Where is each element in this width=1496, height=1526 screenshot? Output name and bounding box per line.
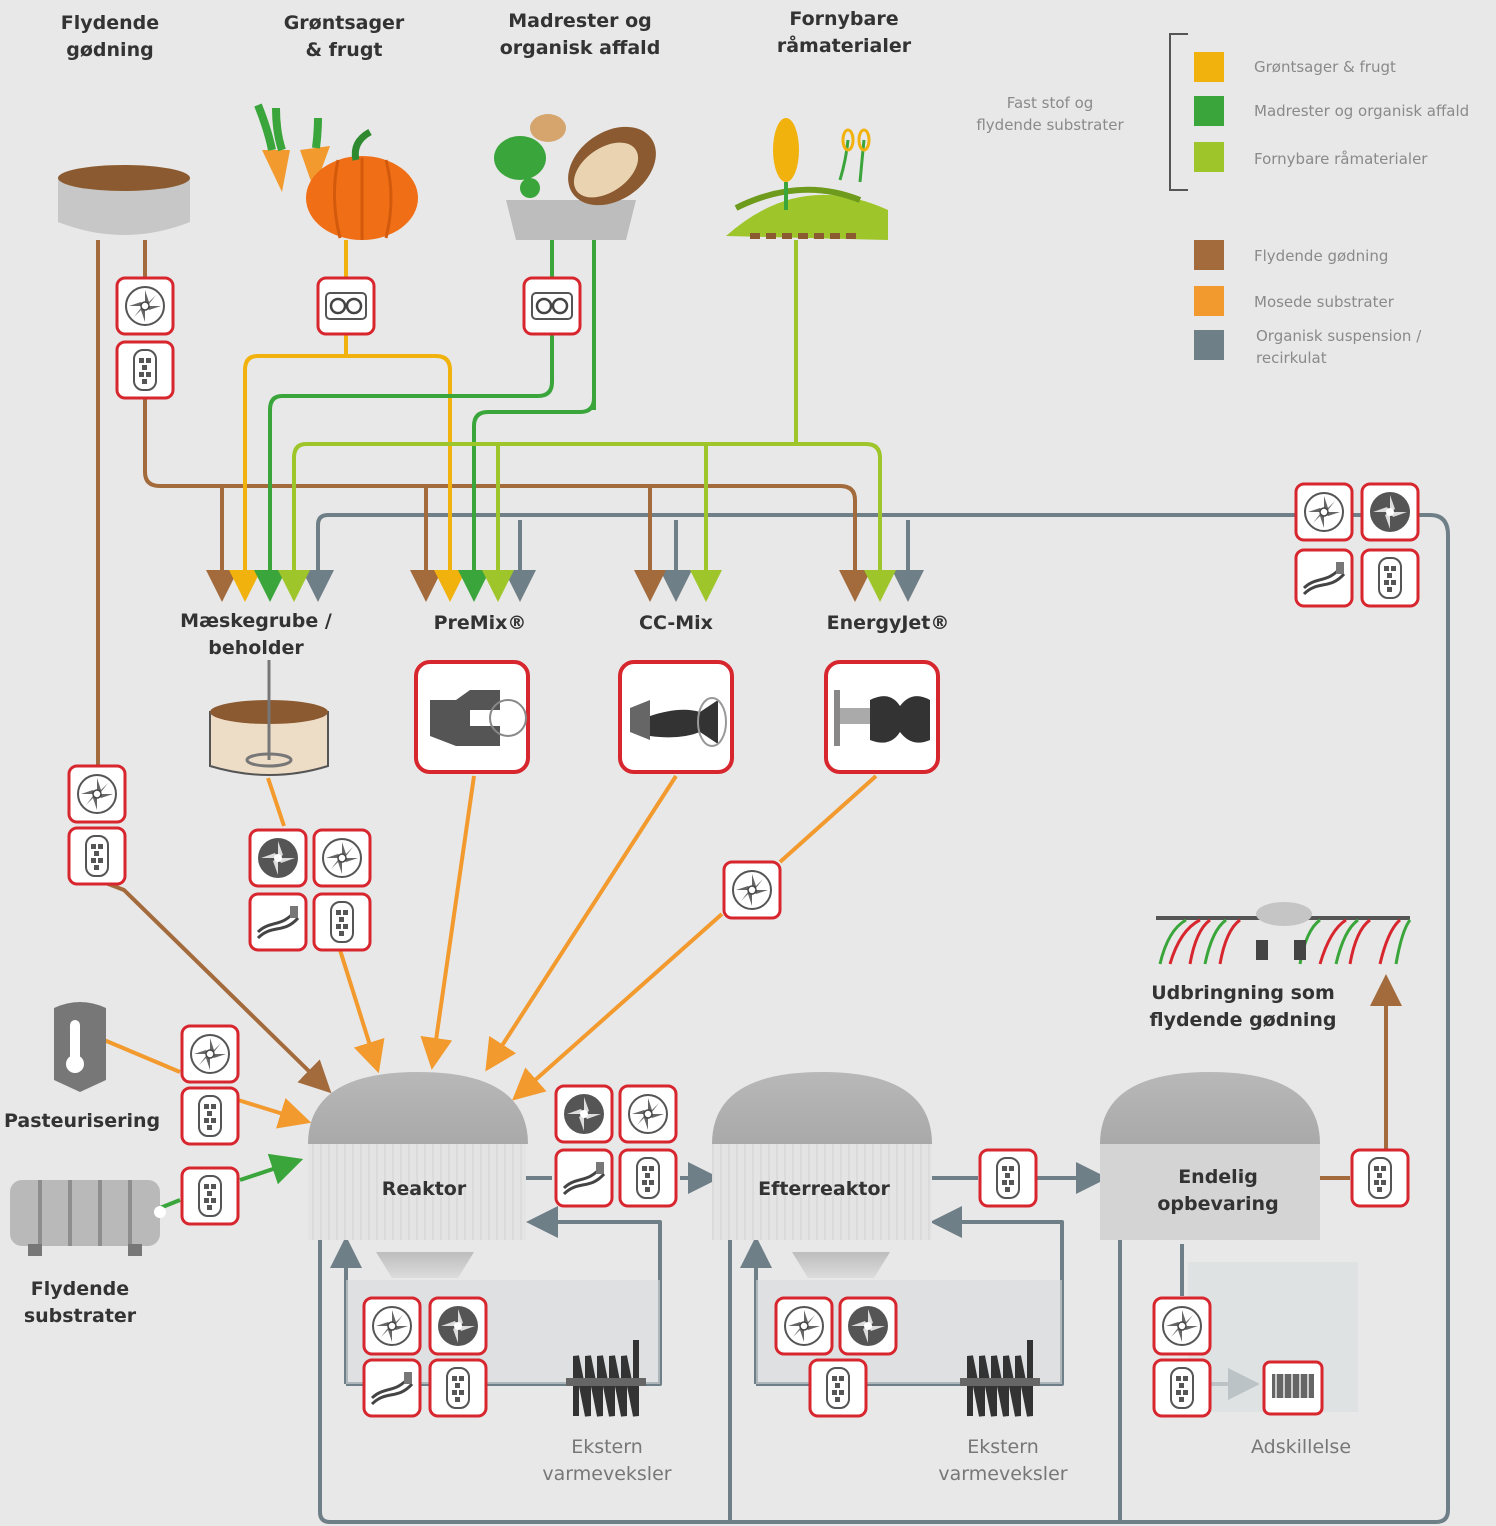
storage-vessel (1100, 1072, 1358, 1412)
rotor-pump-icon (522, 276, 582, 336)
vegetables-icon (254, 103, 418, 240)
food-waste-icon (494, 114, 656, 240)
pump-icon (1152, 1296, 1212, 1356)
pump-icon (248, 828, 308, 888)
valve-icon (808, 1358, 868, 1418)
energyjet-unit-icon (824, 660, 940, 774)
valve-icon (67, 826, 127, 886)
valve-icon (978, 1148, 1038, 1208)
pump-icon (362, 1296, 422, 1356)
valve-icon (618, 1148, 678, 1208)
pump-icon (1360, 482, 1420, 542)
legend-label-mashed-substrates: Mosede substrater (1254, 293, 1394, 311)
valve-icon (1350, 1148, 1410, 1208)
legend-swatch-brown (1194, 240, 1224, 270)
legend-swatch-yellow (1194, 52, 1224, 82)
premix-unit-icon (414, 660, 530, 774)
mash-pit-label: Mæskegrube /beholder (180, 610, 332, 659)
valve-icon (115, 340, 175, 400)
cutter-icon (362, 1358, 422, 1418)
legend-label-liquid-manure: Flydende gødning (1254, 247, 1389, 265)
legend-label-organic-suspension: Organisk suspension /recirkulat (1256, 327, 1422, 367)
renewables-icon (726, 118, 888, 240)
legend-swatch-green (1194, 96, 1224, 126)
rotor-pump-icon (316, 276, 376, 336)
pump-icon (428, 1296, 488, 1356)
legend-label-food-waste: Madrester og organisk affald (1254, 102, 1470, 120)
legend-swatch-lime (1194, 142, 1224, 172)
pasteurisation-tank-icon (54, 1002, 106, 1092)
premix-label: PreMix® (433, 612, 527, 634)
liquid-substrate-tank-icon (10, 1180, 166, 1256)
separation-label: Adskillelse (1250, 1436, 1352, 1458)
pump-icon (1294, 482, 1354, 542)
pump-icon (838, 1296, 898, 1356)
pump-icon (180, 1024, 240, 1084)
post-reactor-label: Efterreaktor (758, 1178, 890, 1200)
source-vegetables-label: Grøntsager& frugt (283, 12, 405, 61)
valve-icon (1360, 548, 1420, 608)
valve-icon (312, 892, 372, 952)
pump-icon (722, 860, 782, 920)
mash-pit-tank-icon (209, 660, 329, 776)
pump-icon (618, 1084, 678, 1144)
heat-exchanger-icon (960, 1340, 1040, 1417)
valve-icon (1152, 1358, 1212, 1418)
reactor-label: Reaktor (381, 1178, 467, 1200)
legend-swatch-orange (1194, 286, 1224, 316)
legend-label-vegetables: Grøntsager & frugt (1254, 58, 1396, 76)
valve-icon (428, 1358, 488, 1418)
liquid-manure-tank-icon (58, 165, 190, 235)
energyjet-label: EnergyJet® (826, 612, 950, 634)
separator-icon (1262, 1360, 1324, 1416)
manure-spreader-icon (1156, 902, 1412, 965)
pasteurisation-label: Pasteurisering (4, 1110, 161, 1132)
legend-label-renewables: Fornybare råmaterialer (1254, 150, 1428, 168)
valve-icon (180, 1086, 240, 1146)
valve-icon (180, 1166, 240, 1226)
legend-swatch-grey (1194, 330, 1224, 360)
cutter-icon (554, 1148, 614, 1208)
pump-icon (115, 276, 175, 336)
cc-mix-label: CC-Mix (639, 612, 713, 634)
heat-exchanger-icon (566, 1340, 646, 1417)
pump-icon (774, 1296, 834, 1356)
pump-icon (67, 764, 127, 824)
pump-icon (312, 828, 372, 888)
cc-mix-unit-icon (618, 660, 734, 774)
cutter-icon (248, 892, 308, 952)
pump-icon (554, 1084, 614, 1144)
cutter-icon (1294, 548, 1354, 608)
